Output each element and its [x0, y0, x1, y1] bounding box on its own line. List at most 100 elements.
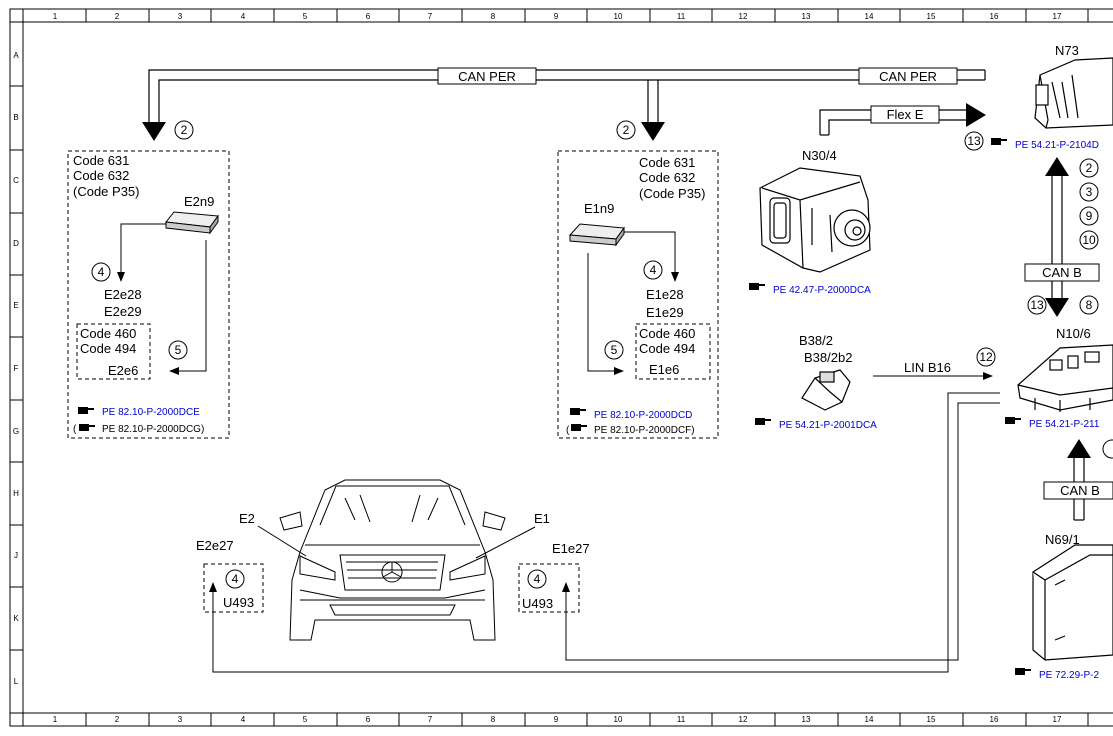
col-label: 17 — [1053, 715, 1062, 724]
ref-link[interactable]: PE 42.47-P-2000DCA — [773, 285, 871, 296]
lamp-label-e2e27: E2e27 — [196, 538, 234, 553]
component-label-n10-6: N10/6 — [1056, 326, 1091, 341]
ref-link[interactable]: PE 82.10-P-2000DCF) — [594, 425, 695, 436]
pointing-hand-icon — [77, 406, 95, 415]
can-b-label: CAN B — [1042, 265, 1082, 280]
component-label-b38-2: B38/2 — [799, 333, 833, 348]
column-labels-bottom: 1 2 3 4 5 6 7 8 9 10 11 12 13 14 15 16 1… — [53, 715, 1062, 724]
ref-circle-label: 4 — [650, 263, 657, 277]
ref-circle — [1079, 206, 1099, 226]
wire — [587, 253, 616, 372]
row-label: J — [14, 551, 18, 560]
ref-circle — [91, 262, 111, 282]
ref-circle-label: 3 — [1086, 185, 1093, 199]
row-label: K — [13, 614, 19, 623]
outer-frame — [9, 8, 1113, 727]
sub-code-label: Code 494 — [80, 341, 136, 356]
row-label: G — [13, 427, 19, 436]
code-label: (Code P35) — [73, 184, 139, 199]
can-per-label-box — [437, 67, 537, 85]
lamp-label: E1e28 — [646, 287, 684, 302]
ref-circle — [1079, 230, 1099, 250]
lin-b16-label: LIN B16 — [904, 360, 951, 375]
col-label: 5 — [303, 12, 308, 21]
car-label-e2: E2 — [239, 511, 255, 526]
ref-circle-label: 2 — [1086, 161, 1093, 175]
pointing-hand-icon — [78, 423, 96, 432]
col-label: 13 — [802, 12, 811, 21]
abs-unit-icon — [759, 167, 871, 273]
arrow-right-icon — [983, 372, 993, 380]
ref-circle — [643, 260, 663, 280]
pointing-hand-icon — [569, 407, 587, 416]
pointing-hand-icon — [990, 137, 1008, 146]
u493-box — [518, 563, 580, 613]
leader-line — [475, 526, 536, 559]
arrow-up-icon — [562, 582, 570, 592]
signal-line-right — [565, 402, 1000, 661]
ref-circle — [174, 120, 194, 140]
can-per-label: CAN PER — [458, 69, 516, 84]
can-per-bus — [148, 69, 986, 122]
ref-link[interactable]: PE 82.10-P-2000DCE — [102, 407, 200, 418]
ref-link[interactable]: PE 54.21-P-2104D — [1015, 140, 1099, 151]
signal-line-left — [212, 392, 1000, 673]
u493-label: U493 — [522, 596, 553, 611]
arrow-down-icon — [117, 272, 125, 282]
ref-circle-label: 2 — [623, 123, 630, 137]
col-label: 11 — [677, 715, 686, 724]
code-label: Code 632 — [639, 170, 695, 185]
right-group-box — [557, 150, 719, 439]
can-b-label-box — [1043, 481, 1113, 500]
wire — [120, 223, 166, 274]
ref-circle — [1027, 295, 1047, 315]
ref-circle-label: 2 — [181, 123, 188, 137]
row-label: C — [13, 176, 19, 185]
can-per-label: CAN PER — [879, 69, 937, 84]
sub-code-box — [76, 323, 151, 380]
arrow-right-icon — [614, 367, 624, 375]
arrow-down-icon — [1045, 298, 1069, 317]
module-unit-icon — [1034, 57, 1113, 129]
column-ticks — [85, 9, 1089, 726]
can-per-label-box — [858, 67, 958, 85]
sub-code-box — [635, 323, 711, 380]
ref-link[interactable]: PE 54.21-P-2001DCA — [779, 420, 877, 431]
ref-link[interactable]: PE 54.21-P-211 — [1029, 419, 1100, 430]
door-module-icon — [1032, 544, 1113, 661]
row-ticks — [10, 85, 23, 651]
lamp-label: E2e28 — [104, 287, 142, 302]
col-label: 2 — [115, 12, 120, 21]
column-labels-top: 1 2 3 4 5 6 7 8 9 10 11 12 13 14 15 16 1… — [53, 12, 1062, 21]
col-label: 13 — [802, 715, 811, 724]
pointing-hand-icon — [1014, 667, 1032, 676]
ref-circle — [1079, 182, 1099, 202]
arrow-up-icon — [1045, 157, 1069, 176]
lamp-label: E1e29 — [646, 305, 684, 320]
module-label: E1n9 — [584, 201, 614, 216]
ref-circle-label: 13 — [1030, 298, 1044, 312]
lamp-label-e1e27: E1e27 — [552, 541, 590, 556]
arrow-up-icon — [209, 582, 217, 592]
code-label: Code 632 — [73, 168, 129, 183]
sub-code-label: Code 494 — [639, 341, 695, 356]
ref-circle — [225, 569, 245, 589]
row-label: F — [14, 364, 19, 373]
ref-circle — [976, 347, 996, 367]
arrow-right-icon — [966, 103, 986, 127]
col-label: 15 — [927, 715, 936, 724]
ref-link[interactable]: PE 82.10-P-2000DCD — [594, 410, 692, 421]
wire — [624, 231, 676, 274]
car-front-illustration — [279, 479, 506, 641]
ref-circle — [616, 120, 636, 140]
ref-circle — [527, 569, 547, 589]
ref-link[interactable]: PE 82.10-P-2000DCG) — [102, 424, 204, 435]
ref-circle-label: 9 — [1086, 209, 1093, 223]
row-label: A — [13, 51, 19, 60]
ref-circle-label: 4 — [232, 572, 239, 586]
car-label-e1: E1 — [534, 511, 550, 526]
col-label: 3 — [178, 715, 183, 724]
row-labels: A B C D E F G H J K L — [13, 51, 19, 686]
ref-link[interactable]: PE 72.29-P-2 — [1039, 670, 1099, 681]
